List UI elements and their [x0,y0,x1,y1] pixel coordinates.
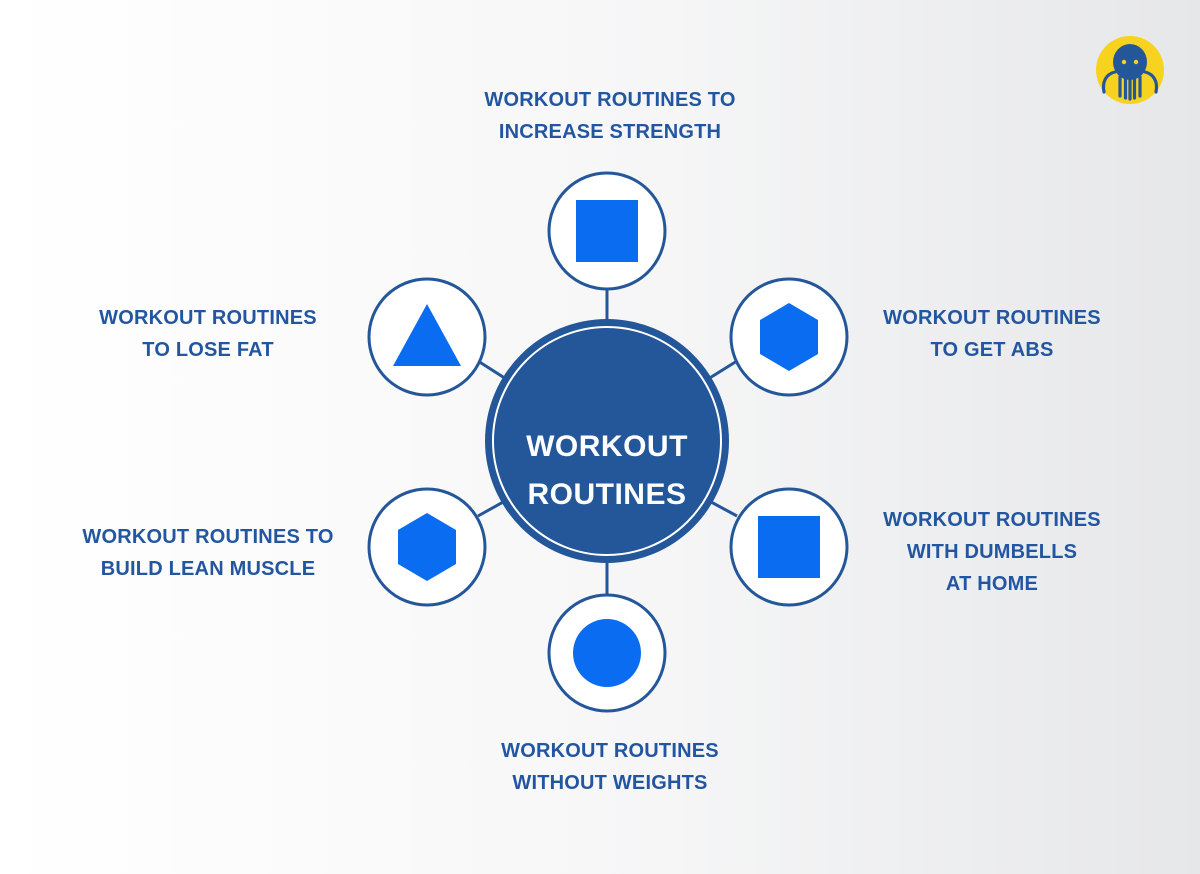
logo-eye-right [1133,59,1139,65]
hub-title: WORKOUT ROUTINES [526,430,688,511]
square-icon [576,200,638,262]
node-lose-fat [367,277,487,397]
hub-inner-ring [492,326,722,556]
triangle-icon [393,304,461,366]
logo-octopus-head [1113,44,1147,80]
node-label-lean-muscle: WORKOUT ROUTINES TO BUILD LEAN MUSCLE [82,526,334,580]
hexagon-icon [760,303,818,371]
node-lean-muscle [367,487,487,607]
node-label-no-weights: WORKOUT ROUTINES WITHOUT WEIGHTS [501,740,719,794]
node-no-weights [547,593,667,713]
node-abs [729,277,849,397]
logo-tentacles [1101,70,1159,101]
logo-eye-left [1121,59,1127,65]
circle-icon [573,619,641,687]
octopus-logo-icon [1096,36,1164,104]
hub [485,319,729,563]
node-label-dumbbells: WORKOUT ROUTINES WITH DUMBELLS AT HOME [883,509,1101,595]
node-label-abs: WORKOUT ROUTINES TO GET ABS [883,307,1101,361]
square-icon [758,516,820,578]
node-label-strength: WORKOUT ROUTINES TO INCREASE STRENGTH [484,89,736,143]
node-label-lose-fat: WORKOUT ROUTINES TO LOSE FAT [99,307,317,361]
node-strength [547,171,667,291]
hub-circle [485,319,729,563]
node-dumbbells [729,487,849,607]
hexagon-icon [398,513,456,581]
